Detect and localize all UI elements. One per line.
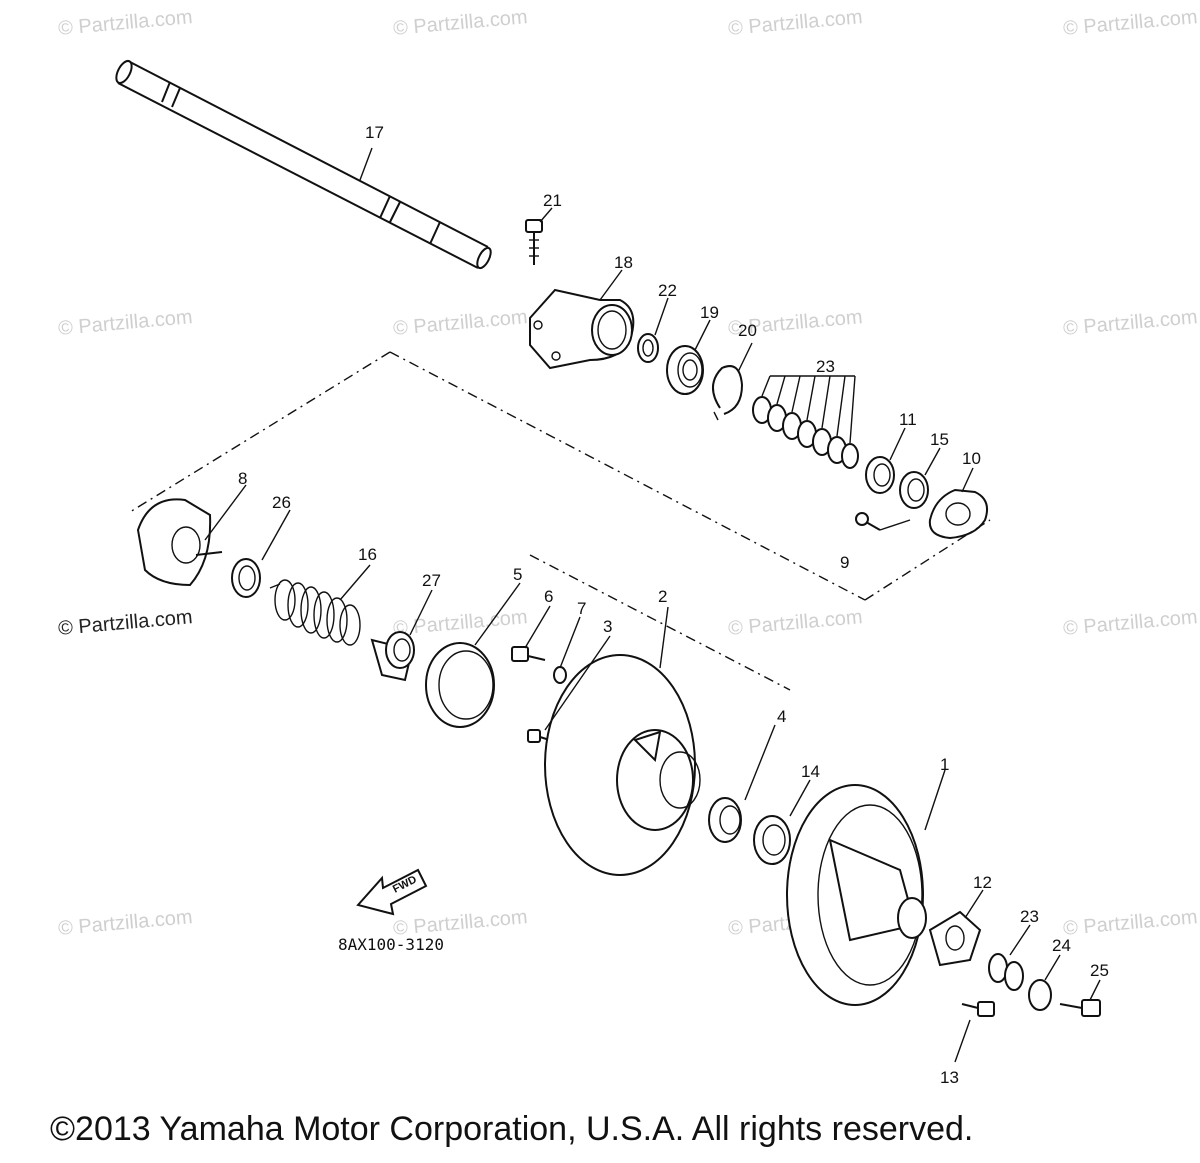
callout-2: 2 <box>658 587 667 606</box>
callout-27: 27 <box>422 571 441 590</box>
part-9-screw[interactable] <box>855 512 911 531</box>
callout-4: 4 <box>777 707 786 726</box>
part-23-shims-upper[interactable] <box>752 375 859 469</box>
diagram-code: 8AX100-3120 <box>338 935 444 954</box>
part-2-sheave[interactable] <box>544 654 701 876</box>
callout-14: 14 <box>801 762 820 781</box>
callout-24: 24 <box>1052 936 1071 955</box>
callout-15: 15 <box>930 430 949 449</box>
callout-9: 9 <box>840 553 849 572</box>
part-27-bushing[interactable] <box>370 631 415 682</box>
forward-arrow-icon: FWD <box>356 868 428 916</box>
part-20-circlip[interactable] <box>712 365 744 421</box>
part-11-ring[interactable] <box>865 456 895 494</box>
copyright-notice: ©2013 Yamaha Motor Corporation, U.S.A. A… <box>50 1110 974 1148</box>
part-6-bolt[interactable] <box>511 646 546 662</box>
part-22-seal[interactable] <box>637 333 659 363</box>
part-14-washer[interactable] <box>753 815 791 865</box>
part-19-bearing[interactable] <box>666 345 704 395</box>
part-17-shaft[interactable] <box>113 59 493 270</box>
callout-16: 16 <box>358 545 377 564</box>
callout-8: 8 <box>238 469 247 488</box>
part-21-bolt[interactable] <box>525 219 543 265</box>
callout-11: 11 <box>899 410 917 429</box>
callout-21: 21 <box>543 191 562 210</box>
part-8-cam[interactable] <box>136 498 223 587</box>
callout-13: 13 <box>940 1068 959 1087</box>
callout-6: 6 <box>544 587 553 606</box>
part-7-washer[interactable] <box>553 666 567 684</box>
part-5-ring[interactable] <box>425 642 495 728</box>
part-15-washer[interactable] <box>899 471 929 509</box>
part-24-washer[interactable] <box>1028 979 1052 1011</box>
callout-23-lower: 23 <box>1020 907 1039 926</box>
callout-3: 3 <box>603 617 612 636</box>
part-26-washer[interactable] <box>231 558 261 598</box>
callout-18: 18 <box>614 253 633 272</box>
part-16-spring[interactable] <box>269 579 361 646</box>
callout-26: 26 <box>272 493 291 512</box>
callout-20: 20 <box>738 321 757 340</box>
callout-5: 5 <box>513 565 522 584</box>
callout-10: 10 <box>962 449 981 468</box>
callout-23-upper: 23 <box>816 357 835 376</box>
callout-19: 19 <box>700 303 719 322</box>
callout-1: 1 <box>940 755 949 774</box>
callout-17: 17 <box>365 123 384 142</box>
leader-lines <box>204 147 1101 1063</box>
callout-12: 12 <box>973 873 992 892</box>
part-4-bushing[interactable] <box>708 797 742 843</box>
part-1-fixed-sheave[interactable] <box>786 784 927 1006</box>
part-25-bolt[interactable] <box>1059 999 1101 1017</box>
callout-7: 7 <box>577 599 586 618</box>
callout-22: 22 <box>658 281 677 300</box>
callout-25: 25 <box>1090 961 1109 980</box>
part-12-cap[interactable] <box>928 910 982 967</box>
part-10-plate[interactable] <box>928 488 988 540</box>
exploded-view-drawing: 1 2 3 4 5 6 7 8 9 10 11 12 13 14 15 16 1… <box>113 59 1109 1087</box>
part-18-bearing-housing[interactable] <box>529 288 635 370</box>
part-13-bolt[interactable] <box>961 1001 995 1017</box>
part-23-shims-lower[interactable] <box>988 953 1024 991</box>
